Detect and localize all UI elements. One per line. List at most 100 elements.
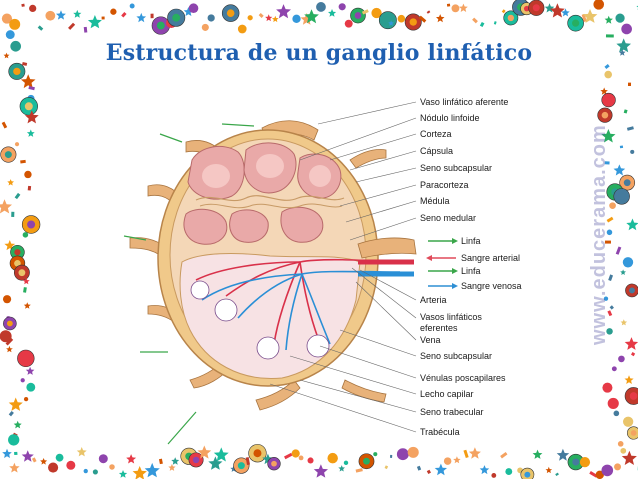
confetti-star xyxy=(26,129,35,137)
label-vena: Vena xyxy=(420,335,441,345)
confetti-strip xyxy=(501,9,506,14)
confetti-dot xyxy=(451,4,460,13)
artery-branch xyxy=(273,261,301,345)
confetti-dot-inner xyxy=(6,320,13,327)
confetti-strip xyxy=(604,64,610,70)
confetti-star xyxy=(613,164,626,176)
lymphoid-nodule xyxy=(183,208,228,245)
confetti-star xyxy=(0,199,12,214)
confetti-dot xyxy=(26,382,36,392)
confetti-dot xyxy=(601,464,614,477)
lymph-flow-arrows xyxy=(123,123,255,445)
confetti-dot xyxy=(604,70,613,79)
leader-line xyxy=(289,355,417,395)
confetti-dot-inner xyxy=(409,18,417,26)
confetti-dot-inner xyxy=(618,192,626,200)
leader-line xyxy=(355,167,417,183)
confetti-dot xyxy=(623,416,634,427)
confetti-star xyxy=(620,319,628,326)
legend-item-lymph-out: Linfa xyxy=(428,266,481,276)
afferent-vessel xyxy=(341,379,387,403)
label-trabecula: Trabécula xyxy=(420,427,460,437)
confetti-star xyxy=(6,345,13,353)
confetti-strip xyxy=(500,451,508,459)
confetti-dot-inner xyxy=(629,392,638,400)
confetti-dot xyxy=(579,457,591,468)
confetti-strip xyxy=(589,471,598,478)
confetti-dot xyxy=(129,3,135,9)
confetti-star xyxy=(76,447,87,457)
confetti-strip xyxy=(20,159,26,164)
confetti-strip xyxy=(21,3,25,7)
confetti-star xyxy=(300,13,313,25)
confetti-dot-inner xyxy=(237,462,245,470)
confetti-dot-inner xyxy=(363,457,370,465)
germinal-center xyxy=(256,154,284,178)
confetti-star xyxy=(532,449,543,459)
efferent-lymphatic xyxy=(357,237,417,259)
leader-lines xyxy=(269,101,417,433)
confetti-dot xyxy=(620,447,627,454)
confetti-strip xyxy=(627,82,632,87)
confetti-dot xyxy=(237,24,247,34)
confetti-star xyxy=(56,10,66,20)
confetti-dot-inner xyxy=(532,4,540,12)
leader-line xyxy=(339,184,417,207)
arrowhead-icon xyxy=(452,238,458,244)
confetti-dot xyxy=(10,40,22,52)
confetti-dot xyxy=(396,448,409,461)
confetti-star xyxy=(132,466,147,479)
arrowhead-icon xyxy=(452,268,458,274)
confetti-star xyxy=(168,464,176,471)
confetti-dot xyxy=(109,464,115,470)
confetti-dot xyxy=(397,14,406,23)
capillary-bed xyxy=(256,336,280,360)
confetti-dot-inner xyxy=(14,259,21,267)
confetti-dot xyxy=(622,257,634,268)
confetti-dot-inner xyxy=(383,16,392,25)
confetti-dot xyxy=(291,449,300,458)
confetti-strip xyxy=(605,34,614,38)
confetti-dot-inner xyxy=(524,471,531,478)
confetti-star xyxy=(434,463,447,476)
germinal-center xyxy=(309,165,331,187)
legend-item-lymph-in: Linfa xyxy=(428,236,481,246)
paracortex xyxy=(195,195,345,202)
label-nodulo-linfoide: Nódulo linfoide xyxy=(420,113,480,123)
confetti-strip xyxy=(604,240,611,244)
confetti-dot xyxy=(607,397,619,409)
confetti-dot xyxy=(298,455,304,461)
confetti-dot xyxy=(0,330,12,343)
confetti-dot-inner xyxy=(572,19,580,27)
confetti-dot-inner xyxy=(629,287,635,294)
label-seno-subcapsular-bottom: Seno subcapsular xyxy=(420,351,492,361)
confetti-dot xyxy=(247,15,253,21)
confetti-dot xyxy=(188,3,199,14)
confetti-strip xyxy=(581,13,587,22)
confetti-strip xyxy=(14,451,18,456)
confetti-strip xyxy=(446,3,451,7)
confetti-strip xyxy=(493,21,497,25)
confetti-star xyxy=(25,366,35,375)
confetti-star xyxy=(272,15,279,23)
confetti-dot xyxy=(491,473,497,478)
label-vasos-linfaticos: Vasos linfáticos xyxy=(420,312,482,322)
confetti-dot xyxy=(55,453,64,462)
confetti-strip xyxy=(121,12,127,18)
slide-title: Estructura de un ganglio linfático xyxy=(105,40,533,66)
confetti-dot xyxy=(606,328,613,335)
germinal-centers xyxy=(202,154,331,188)
confetti-dot-inner xyxy=(27,220,36,229)
confetti-strip xyxy=(355,468,363,473)
confetti-star xyxy=(436,14,445,23)
confetti-strip xyxy=(418,15,427,23)
legend-item-arterial: Sangre arterial xyxy=(426,253,520,263)
label-vaso-linfatico-aferente: Vaso linfático aferente xyxy=(420,97,508,107)
confetti-star xyxy=(208,456,223,470)
confetti-dot-inner xyxy=(572,458,580,466)
confetti-star xyxy=(388,20,394,26)
confetti-strip xyxy=(479,21,485,28)
confetti-dot-inner xyxy=(271,460,277,467)
confetti-dot-inner xyxy=(507,14,515,22)
